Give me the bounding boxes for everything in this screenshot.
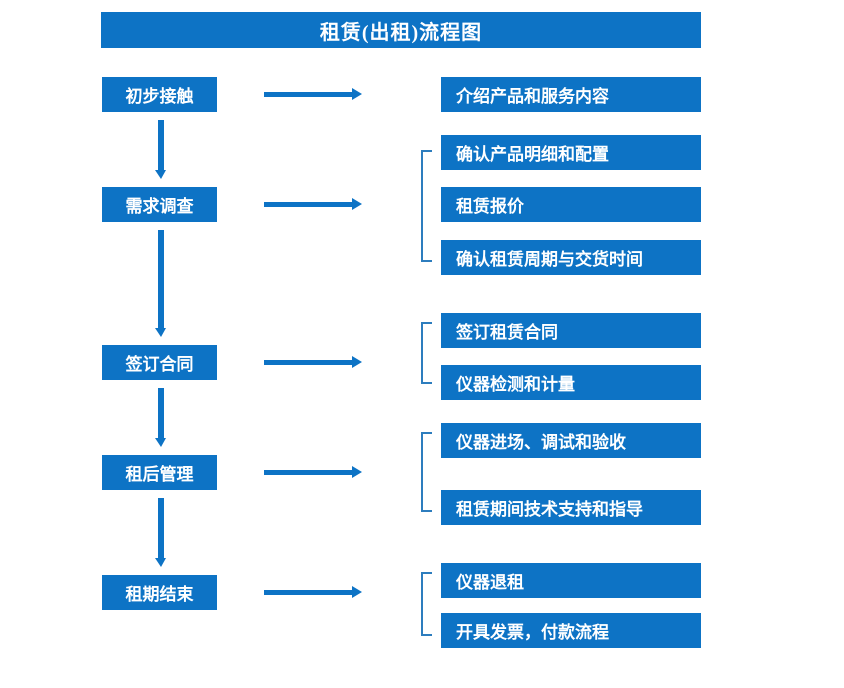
stage-box-post-rent-mgmt[interactable]: 租后管理 xyxy=(102,455,217,490)
arrow-shaft xyxy=(264,202,354,207)
arrow-shaft xyxy=(158,498,164,558)
flow-arrow-right-1 xyxy=(264,88,362,100)
detail-box-tech-support[interactable]: 租赁期间技术支持和指导 xyxy=(441,490,701,525)
detail-box-intro-products[interactable]: 介绍产品和服务内容 xyxy=(441,77,701,112)
flow-arrow-right-4 xyxy=(264,466,362,478)
detail-box-instrument-return[interactable]: 仪器退租 xyxy=(441,563,701,598)
flow-arrow-right-2 xyxy=(264,198,362,210)
arrow-head xyxy=(155,328,166,337)
arrow-head xyxy=(155,558,166,567)
arrow-head xyxy=(352,356,362,368)
detail-box-rental-quote[interactable]: 租赁报价 xyxy=(441,187,701,222)
arrow-shaft xyxy=(264,590,354,595)
arrow-shaft xyxy=(158,388,164,438)
arrow-shaft xyxy=(158,230,164,328)
arrow-shaft xyxy=(158,120,164,170)
arrow-head xyxy=(352,88,362,100)
group-bracket-needs-survey xyxy=(421,150,432,262)
arrow-head xyxy=(352,198,362,210)
flow-arrow-right-3 xyxy=(264,356,362,368)
arrow-head xyxy=(155,438,166,447)
arrow-head xyxy=(352,586,362,598)
detail-box-onsite-commission[interactable]: 仪器进场、调试和验收 xyxy=(441,423,701,458)
arrow-shaft xyxy=(264,360,354,365)
stage-box-needs-survey[interactable]: 需求调查 xyxy=(102,187,217,222)
connector-arrow-down-1 xyxy=(155,120,166,180)
flow-arrow-right-5 xyxy=(264,586,362,598)
arrow-head xyxy=(155,170,166,179)
stage-box-lease-end[interactable]: 租期结束 xyxy=(102,575,217,610)
detail-box-confirm-spec[interactable]: 确认产品明细和配置 xyxy=(441,135,701,170)
group-bracket-sign-contract xyxy=(421,322,432,384)
detail-box-invoice-payment[interactable]: 开具发票，付款流程 xyxy=(441,613,701,648)
arrow-head xyxy=(352,466,362,478)
detail-box-confirm-period[interactable]: 确认租赁周期与交货时间 xyxy=(441,240,701,275)
stage-box-sign-contract[interactable]: 签订合同 xyxy=(102,345,217,380)
detail-box-instrument-testing[interactable]: 仪器检测和计量 xyxy=(441,365,701,400)
connector-arrow-down-3 xyxy=(155,388,166,448)
connector-arrow-down-4 xyxy=(155,498,166,568)
group-bracket-lease-end xyxy=(421,572,432,636)
arrow-shaft xyxy=(264,470,354,475)
diagram-title: 租赁(出租)流程图 xyxy=(101,12,701,48)
connector-arrow-down-2 xyxy=(155,230,166,338)
stage-box-initial-contact[interactable]: 初步接触 xyxy=(102,77,217,112)
group-bracket-post-rent-mgmt xyxy=(421,432,432,512)
detail-box-sign-lease[interactable]: 签订租赁合同 xyxy=(441,313,701,348)
arrow-shaft xyxy=(264,92,354,97)
